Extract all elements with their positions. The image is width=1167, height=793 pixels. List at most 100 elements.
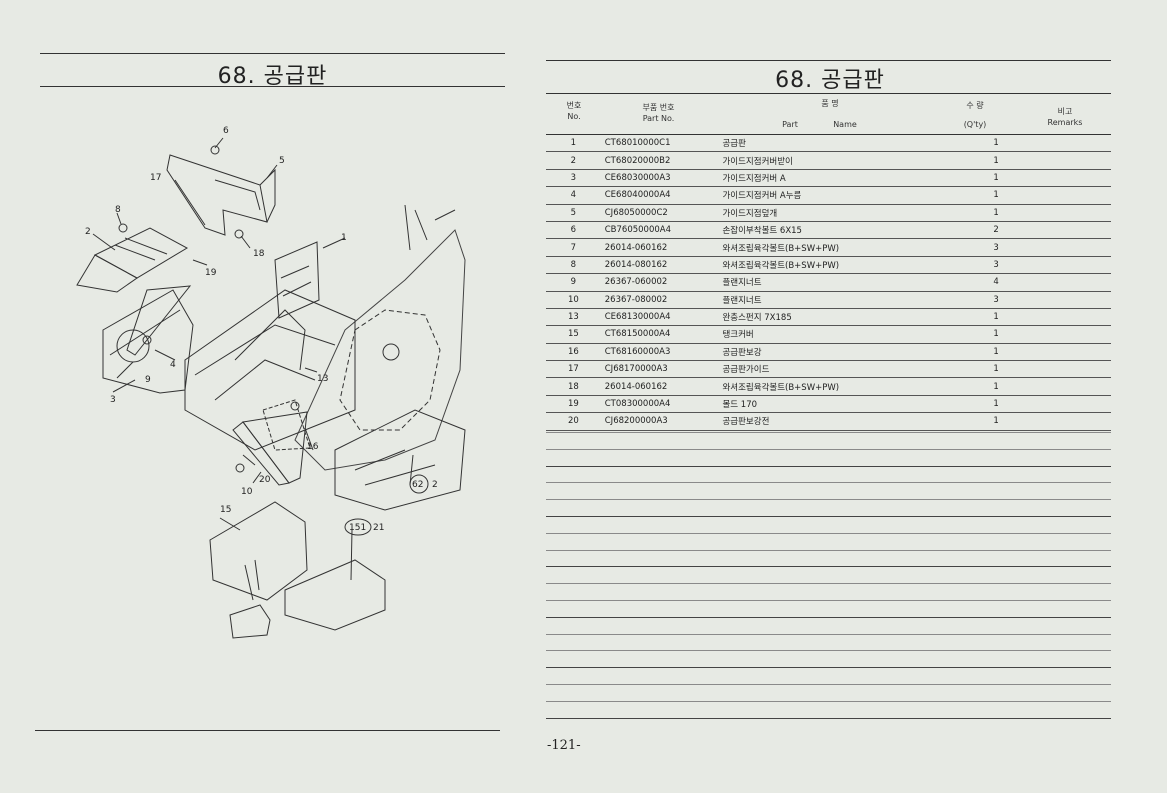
part-name-cell: 손잡이부착볼트 6X15 (716, 221, 967, 240)
remarks-cell (1025, 412, 1111, 431)
part-no-cell: 18 (546, 377, 601, 396)
callout-5: 5 (279, 156, 285, 166)
quantity-cell: 1 (966, 151, 1026, 170)
left-page-title: 68. 공급판 (217, 64, 328, 89)
part-no-cell: 9 (546, 273, 601, 292)
blank-rule-line (546, 465, 1111, 467)
blank-rule-line (546, 583, 1111, 585)
part-number-cell: CE68030000A3 (600, 169, 717, 188)
callout-18: 18 (253, 249, 265, 259)
quantity-cell: 1 (966, 395, 1026, 414)
blank-rule-line (546, 616, 1111, 618)
blank-rule-line (546, 432, 1111, 433)
blank-rule-line (546, 448, 1111, 450)
part-name-cell: 공급판보강전 (716, 412, 967, 431)
blank-rule-line (546, 516, 1111, 517)
part-name-cell: 가이드지점커버 A (716, 169, 967, 188)
part-number-cell: CJ68170000A3 (600, 360, 717, 379)
left-bottom-rule (35, 730, 500, 731)
part-name-cell: 완충스펀지 7X185 (716, 308, 967, 327)
callout-13: 13 (317, 374, 328, 384)
callout-9: 9 (145, 375, 151, 385)
part-no-cell: 15 (546, 325, 601, 344)
callout-ref-62-suffix: 2 (432, 480, 438, 490)
part-no-cell: 16 (546, 343, 601, 362)
quantity-cell: 1 (966, 169, 1026, 188)
callout-4: 4 (170, 360, 176, 370)
remarks-cell (1025, 343, 1111, 362)
page-number: -121- (547, 738, 581, 753)
remarks-cell (1025, 204, 1111, 222)
part-no-cell: 13 (546, 308, 601, 327)
callout-ref-151: 151 (349, 523, 366, 533)
callout-20: 20 (259, 475, 271, 485)
remarks-cell (1025, 325, 1111, 344)
quantity-cell: 1 (966, 204, 1026, 222)
callout-17: 17 (150, 173, 161, 183)
header-name-part: Part (782, 120, 798, 129)
part-no-cell: 4 (546, 186, 601, 205)
quantity-cell: 1 (966, 135, 1026, 153)
right-top-rule (546, 60, 1111, 61)
part-name-cell: 공급판가이드 (716, 360, 967, 379)
remarks-cell (1025, 256, 1111, 275)
part-name-cell: 공급판 (716, 135, 967, 153)
part-number-cell: CT68020000B2 (600, 151, 717, 170)
callout-16: 16 (307, 442, 319, 452)
quantity-cell: 3 (966, 238, 1026, 257)
part-no-cell: 10 (546, 291, 601, 309)
header-qty: 수 량(Q'ty) (963, 101, 987, 129)
remarks-cell (1025, 186, 1111, 205)
callout-6: 6 (223, 126, 229, 136)
part-name-cell: 플랜지너트 (716, 273, 967, 292)
callout-1: 1 (341, 233, 347, 243)
remarks-cell (1025, 169, 1111, 188)
quantity-cell: 1 (966, 186, 1026, 205)
callout-10: 10 (241, 487, 253, 497)
part-number-cell: 26367-060002 (600, 273, 717, 292)
remarks-cell (1025, 291, 1111, 309)
part-no-cell: 2 (546, 151, 601, 170)
blank-rule-line (546, 684, 1111, 685)
part-name-cell: 가이드지점커버받이 (716, 151, 967, 170)
right-page-title: 68. 공급판 (775, 68, 885, 93)
blank-rule-line (546, 566, 1111, 568)
part-name-cell: 몰드 170 (716, 395, 967, 414)
part-name-cell: 플랜지너트 (716, 291, 967, 309)
part-number-cell: CJ68200000A3 (600, 412, 717, 431)
part-name-cell: 와셔조립육각볼트(B+SW+PW) (716, 377, 967, 396)
callout-3: 3 (110, 395, 116, 405)
exploded-parts-diagram: 6 5 17 8 2 1 18 19 4 9 3 13 16 20 10 15 … (76, 126, 466, 639)
part-no-cell: 8 (546, 256, 601, 275)
quantity-cell: 2 (966, 221, 1026, 240)
remarks-cell (1025, 360, 1111, 379)
left-top-rule (40, 53, 505, 54)
quantity-cell: 3 (966, 291, 1026, 309)
part-name-cell: 와셔조립육각볼트(B+SW+PW) (716, 256, 967, 275)
quantity-cell: 4 (966, 273, 1026, 292)
quantity-cell: 1 (966, 343, 1026, 362)
part-number-cell: CT68010000C1 (600, 135, 717, 153)
part-name-cell: 와셔조립육각볼트(B+SW+PW) (716, 238, 967, 257)
remarks-cell (1025, 395, 1111, 414)
blank-rule-line (546, 549, 1111, 551)
left-title-rule (40, 86, 505, 87)
callout-8: 8 (115, 205, 121, 215)
callout-2: 2 (85, 227, 91, 237)
blank-rule-line (546, 600, 1111, 601)
quantity-cell: 1 (966, 412, 1026, 431)
